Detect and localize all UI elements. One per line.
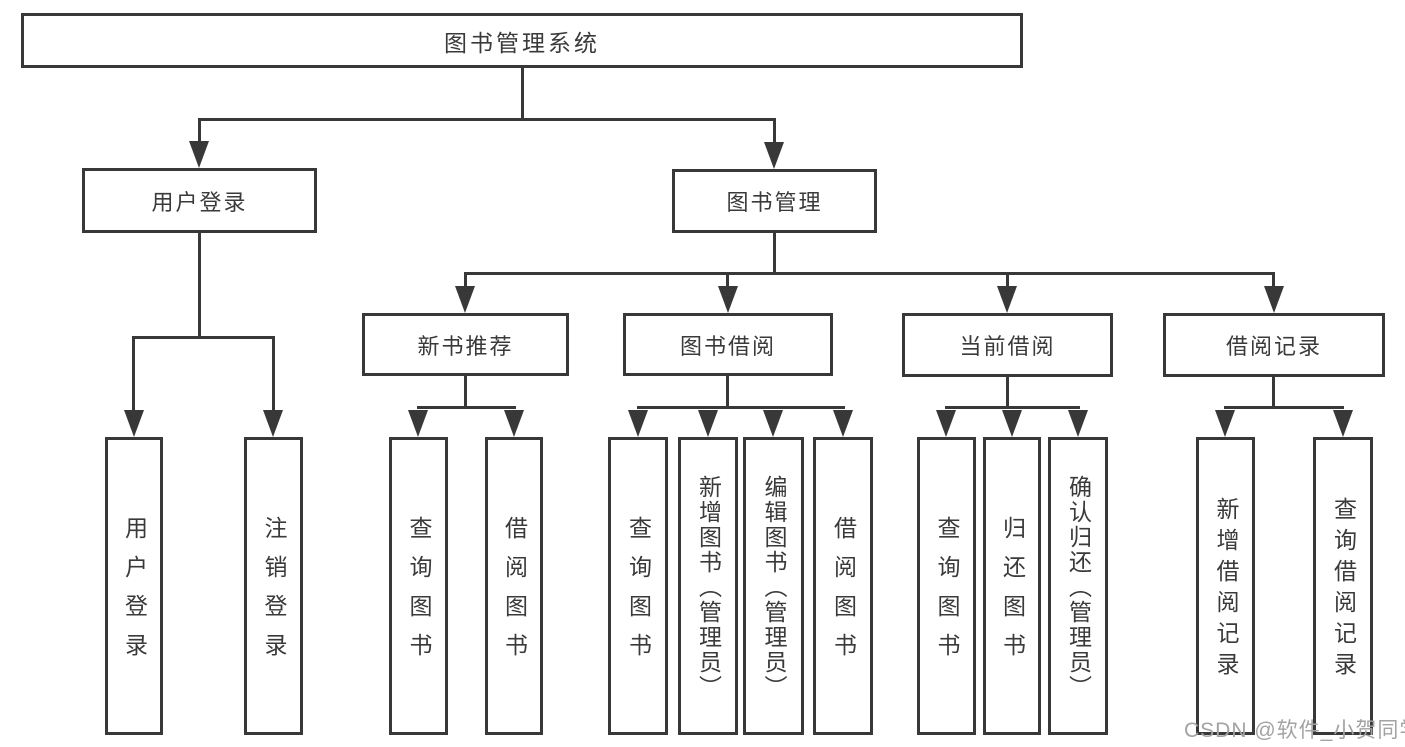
- node-label: 确认归还（管理员）: [1065, 474, 1092, 700]
- leaf-logout: 注销登录: [244, 437, 303, 735]
- node-label: 查询图书: [625, 516, 652, 672]
- leaf-borrow-books-recommend: 借阅图书: [485, 437, 543, 735]
- node-label: 图书借阅: [679, 333, 776, 359]
- connector-new-book-recommend-stub: [464, 376, 467, 408]
- node-label: 用户登录: [151, 189, 248, 215]
- arrow-down-icon: [263, 410, 283, 437]
- node-label: 注销登录: [261, 516, 287, 672]
- node-label: 图书管理: [726, 190, 823, 215]
- connector-book-management-hline: [464, 272, 1275, 275]
- connector-new-book-recommend-hline: [417, 406, 516, 409]
- leaf-confirm-return-admin: 确认归还（管理员）: [1048, 437, 1108, 735]
- arrow-down-icon: [763, 410, 783, 437]
- node-label: 图书管理系统: [444, 29, 600, 56]
- connector-drop-new-book-recommend: [464, 272, 467, 288]
- connector-drop-current-borrowing: [1006, 272, 1009, 288]
- node-label: 新增借阅记录: [1213, 497, 1239, 683]
- connector-user-login-stub: [198, 233, 201, 338]
- node-label: 借阅图书: [501, 516, 528, 672]
- node-label: 借阅图书: [830, 516, 857, 672]
- node-label: 借阅记录: [1225, 334, 1322, 359]
- watermark-text: CSDN @软件_小贺同学: [1184, 719, 1405, 742]
- arrow-down-icon: [1002, 410, 1022, 437]
- node-borrowing-records: 借阅记录: [1163, 313, 1385, 377]
- leaf-add-books-admin: 新增图书（管理员）: [678, 437, 738, 735]
- node-label: 用户登录: [121, 516, 148, 672]
- leaf-user-login: 用户登录: [105, 437, 163, 735]
- node-book-management: 图书管理: [672, 169, 877, 233]
- node-new-book-recommend: 新书推荐: [362, 313, 569, 376]
- node-label: 查询图书: [406, 516, 432, 672]
- connector-drop-borrowing-records: [1272, 272, 1275, 288]
- connector-drop-leaf-user-login: [132, 336, 135, 411]
- node-label: 查询图书: [934, 516, 960, 672]
- connector-root-hline: [198, 118, 776, 121]
- arrow-down-icon: [698, 410, 718, 437]
- leaf-add-borrow-record: 新增借阅记录: [1196, 437, 1255, 735]
- connector-borrowing-records-hline: [1224, 406, 1344, 409]
- node-label: 当前借阅: [959, 334, 1056, 359]
- arrow-down-icon: [1068, 410, 1088, 437]
- connector-user-login-hline: [132, 336, 275, 339]
- connector-borrowing-records-stub: [1272, 376, 1275, 408]
- connector-drop-leaf-logout: [272, 336, 275, 411]
- leaf-borrow-books-borrowing: 借阅图书: [813, 437, 873, 735]
- arrow-down-icon: [124, 410, 144, 437]
- arrow-down-icon: [1215, 410, 1235, 437]
- arrow-down-icon: [764, 142, 784, 169]
- node-user-login: 用户登录: [82, 168, 317, 233]
- node-library-management-system: 图书管理系统: [21, 13, 1023, 68]
- arrow-down-icon: [718, 286, 738, 313]
- arrow-down-icon: [997, 286, 1017, 313]
- arrow-down-icon: [504, 410, 524, 437]
- arrow-down-icon: [628, 410, 648, 437]
- leaf-query-books-borrowing: 查询图书: [608, 437, 668, 735]
- arrow-down-icon: [408, 410, 428, 437]
- connector-current-borrowing-stub: [1006, 376, 1009, 408]
- node-label: 归还图书: [999, 516, 1026, 672]
- connector-book-borrowing-stub: [726, 376, 729, 408]
- connector-drop-book-management: [773, 118, 776, 144]
- leaf-return-books: 归还图书: [983, 437, 1041, 735]
- node-label: 新增图书（管理员）: [695, 474, 722, 700]
- arrow-down-icon: [833, 410, 853, 437]
- node-book-borrowing: 图书借阅: [623, 313, 833, 376]
- connector-root-stub: [521, 68, 524, 118]
- leaf-edit-books-admin: 编辑图书（管理员）: [743, 437, 804, 735]
- connector-drop-book-borrowing: [726, 272, 729, 288]
- arrow-down-icon: [1333, 410, 1353, 437]
- node-label: 新书推荐: [417, 333, 514, 359]
- node-current-borrowing: 当前借阅: [902, 313, 1113, 377]
- arrow-down-icon: [189, 141, 209, 168]
- node-label: 编辑图书（管理员）: [761, 474, 787, 700]
- arrow-down-icon: [936, 410, 956, 437]
- connector-book-borrowing-hline: [637, 406, 845, 409]
- connector-book-management-stub: [773, 233, 776, 274]
- arrow-down-icon: [1264, 286, 1284, 313]
- arrow-down-icon: [455, 286, 475, 313]
- connector-current-borrowing-hline: [945, 406, 1080, 409]
- connector-drop-user-login: [198, 118, 201, 143]
- node-label: 查询借阅记录: [1330, 497, 1357, 683]
- leaf-query-books-recommend: 查询图书: [389, 437, 448, 735]
- leaf-query-books-current: 查询图书: [917, 437, 976, 735]
- leaf-query-borrow-record: 查询借阅记录: [1313, 437, 1373, 735]
